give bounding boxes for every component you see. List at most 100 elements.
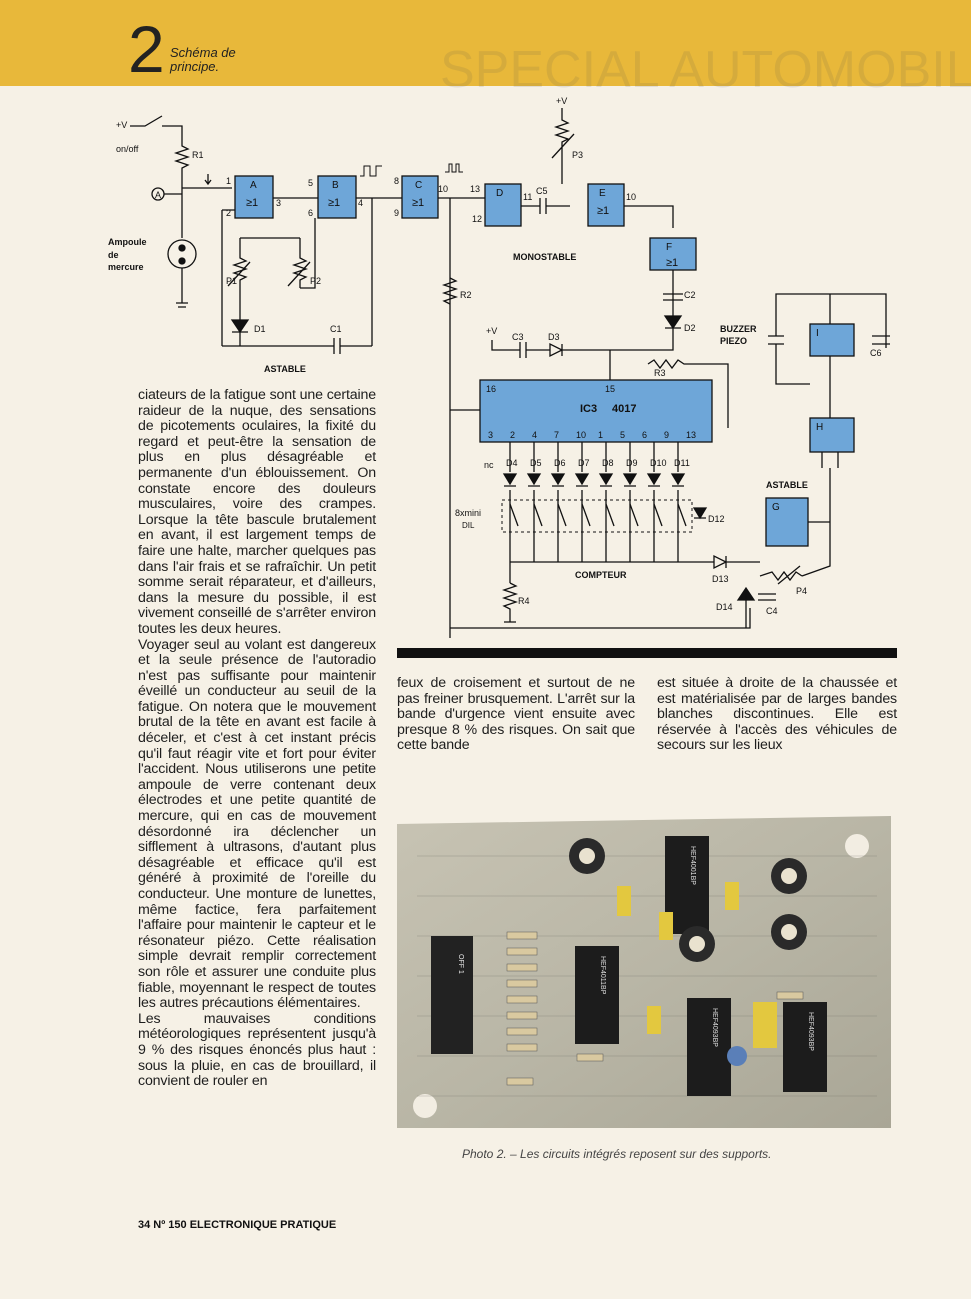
gate-f-symbol: ≥1	[666, 257, 678, 269]
c3-label: C3	[512, 332, 524, 342]
d3-label: D3	[548, 332, 560, 342]
section-rule	[397, 648, 897, 658]
gate-b-symbol: ≥1	[328, 197, 340, 209]
d12-label: D12	[708, 514, 725, 524]
circuit-schematic: +V on/off R1 A Ampoule de mercure A ≥1 1…	[100, 88, 900, 648]
ic3-pin-label: 2	[510, 430, 515, 440]
paragraph: Voyager seul au volant est dangereux et …	[138, 636, 376, 1012]
text-column-left: ciateurs de la fatigue sont une certaine…	[138, 387, 376, 1090]
pin-label: 8	[394, 176, 399, 186]
d1-label: D1	[254, 324, 266, 334]
diode-label: D8	[602, 458, 614, 468]
ic3-pin-label: 10	[576, 430, 586, 440]
ic3-pin-label: 9	[664, 430, 669, 440]
piezo-label: PIEZO	[720, 336, 747, 346]
pin-label: 15	[605, 384, 615, 394]
r1-label: R1	[192, 150, 204, 160]
pin-label: 1	[226, 176, 231, 186]
pin-label: 11	[523, 192, 532, 202]
chip-label: HEF4093BP	[807, 1012, 814, 1051]
de-label: de	[108, 250, 119, 260]
gate-f-label: F	[666, 242, 672, 253]
diode-symbol	[670, 473, 686, 487]
ic3-part: 4017	[612, 403, 636, 415]
d14-label: D14	[716, 602, 733, 612]
gate-a-label: A	[250, 180, 257, 191]
diode-symbol	[502, 473, 518, 487]
dil-switch-contact	[581, 503, 591, 527]
onoff-label: on/off	[116, 144, 139, 154]
pin-label: 5	[308, 178, 313, 188]
header-band	[0, 0, 971, 86]
diode-symbol	[598, 473, 614, 487]
dil-switch-contact	[677, 503, 687, 527]
ic3-pin-label: 3	[488, 430, 493, 440]
d2-label: D2	[684, 323, 696, 333]
astable1-label: ASTABLE	[264, 364, 306, 374]
ic3-pin-label: 5	[620, 430, 625, 440]
diode-label: D4	[506, 458, 518, 468]
chip-label: HEF4001BP	[689, 846, 696, 885]
dil-switch-contact	[629, 503, 639, 527]
dil-switch-contact	[509, 503, 519, 527]
gate-c-symbol: ≥1	[412, 197, 424, 209]
pin-label: 10	[626, 192, 636, 202]
pin-label: 6	[308, 208, 313, 218]
gate-b-label: B	[332, 180, 339, 191]
vplus-label: +V	[556, 96, 567, 106]
diode-label: D5	[530, 458, 542, 468]
diode-label: D11	[674, 458, 690, 468]
gate-i-label: I	[816, 328, 819, 339]
c5-label: C5	[536, 186, 548, 196]
p4-label: P4	[796, 586, 807, 596]
pin-label: 16	[486, 384, 496, 394]
diode-symbol	[574, 473, 590, 487]
mercure-label: mercure	[108, 262, 144, 272]
c4-label: C4	[766, 606, 778, 616]
r2-label: R2	[460, 290, 472, 300]
r3-label: R3	[654, 368, 666, 378]
gate-d-label: D	[496, 188, 503, 199]
r4-label: R4	[518, 596, 530, 606]
p1-label: P1	[226, 276, 237, 286]
pin-label: 3	[276, 198, 281, 208]
dil-switch-contact	[605, 503, 615, 527]
dil-label-2: DIL	[462, 521, 475, 530]
diode-symbol	[526, 473, 542, 487]
vplus-label: +V	[116, 120, 127, 130]
pin-label: 4	[358, 198, 363, 208]
point-a-label: A	[155, 190, 161, 200]
gate-g-label: G	[772, 502, 780, 513]
diode-label: D9	[626, 458, 638, 468]
buzzer-label: BUZZER	[720, 324, 757, 334]
diode-label: D7	[578, 458, 590, 468]
ic3-pin-label: 6	[642, 430, 647, 440]
ic3-pin-label: 1	[598, 430, 603, 440]
ic3-pin-label: 13	[686, 430, 696, 440]
pin-label: 10	[438, 184, 448, 194]
dil-switch-contact	[653, 503, 663, 527]
paragraph: feux de croisement et surtout de ne pas …	[397, 675, 635, 754]
diode-symbol	[622, 473, 638, 487]
d13-label: D13	[712, 574, 729, 584]
diode-symbol	[550, 473, 566, 487]
text-column-right: est située à droite de la chaussée et es…	[657, 675, 897, 754]
pin-label: 9	[394, 208, 399, 218]
dil-switch-contact	[557, 503, 567, 527]
diode-label: D6	[554, 458, 566, 468]
ampoule-label: Ampoule	[108, 237, 147, 247]
dil-switch-text: OFF 1	[457, 954, 464, 974]
circuit-board-photo: OFF 1 HEF4011BP HEF4001BP HEF4093BP HEF4…	[397, 816, 891, 1128]
figure-caption-line1: Schéma de	[170, 45, 236, 60]
gate-e-symbol: ≥1	[597, 205, 609, 217]
paragraph: est située à droite de la chaussée et es…	[657, 675, 897, 754]
pin-label: 12	[472, 214, 482, 224]
vplus-label: +V	[486, 326, 497, 336]
chip-label: HEF4011BP	[599, 956, 606, 995]
nc-label: nc	[484, 460, 494, 470]
gate-e-label: E	[599, 188, 606, 199]
dil-label-1: 8xmini	[455, 508, 481, 518]
paragraph: ciateurs de la fatigue sont une certaine…	[138, 387, 376, 637]
photo-caption: Photo 2. – Les circuits intégrés reposen…	[462, 1147, 772, 1161]
chip-label: HEF4093BP	[711, 1008, 718, 1047]
